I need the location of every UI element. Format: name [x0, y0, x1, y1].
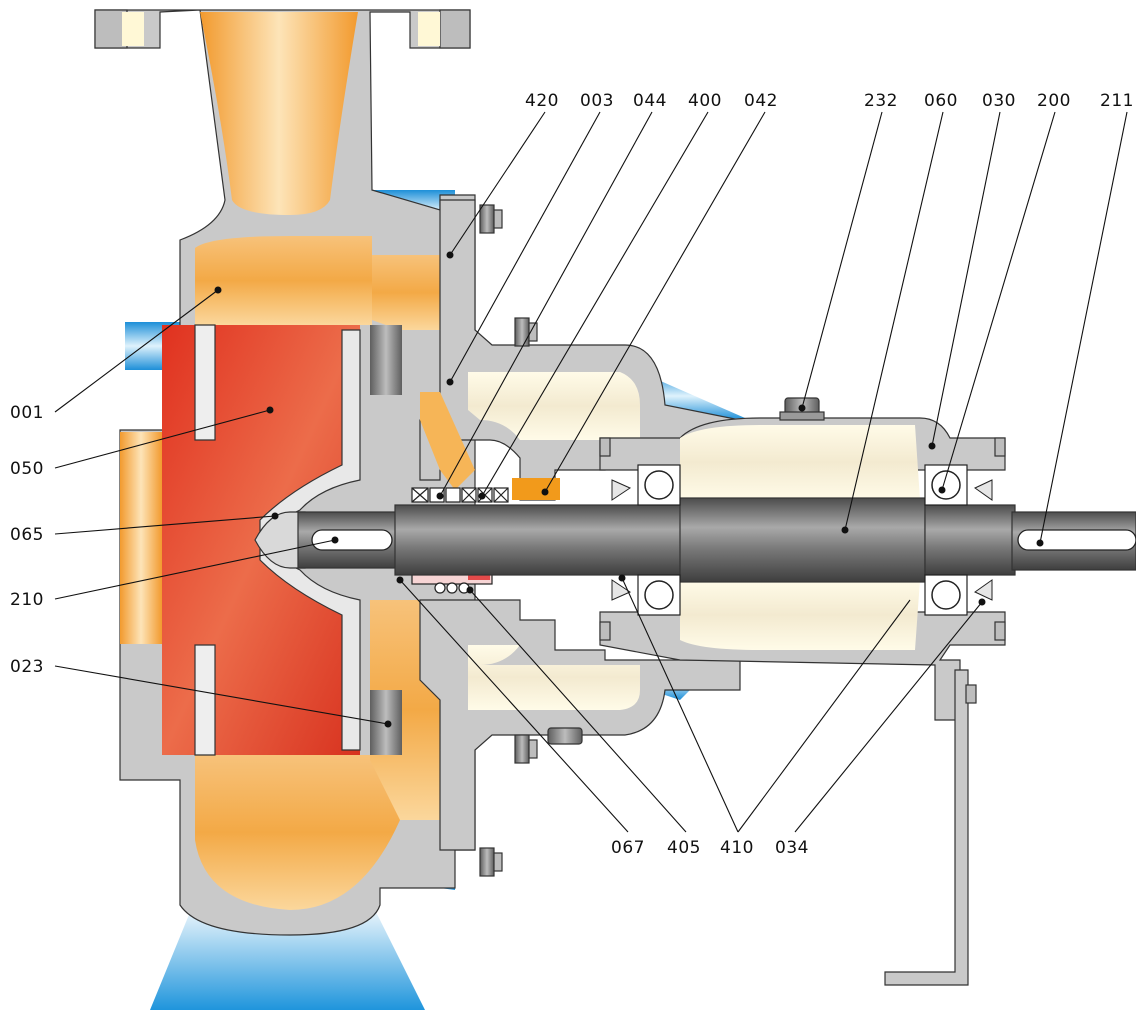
callout-044: 044	[633, 91, 667, 111]
callout-001: 001	[10, 403, 44, 423]
wear-ring-upper	[370, 325, 402, 395]
upper-volute-fluid	[372, 255, 440, 330]
volute-fluid-upper	[195, 236, 372, 325]
callout-210: 210	[10, 590, 44, 610]
seal-chamber-cream	[468, 372, 640, 440]
callout-420: 420	[525, 91, 559, 111]
suction-fluid	[200, 12, 358, 215]
wear-rings	[370, 325, 402, 755]
gland-042	[512, 478, 560, 500]
shaft-main	[394, 504, 686, 576]
bearings	[611, 464, 993, 616]
throat-fluid	[420, 392, 475, 490]
callout-042: 042	[744, 91, 778, 111]
keyway-coupling	[1017, 529, 1136, 551]
callout-410: 410	[720, 838, 754, 858]
shaft-center	[679, 497, 926, 583]
callout-405: 405	[667, 838, 701, 858]
callout-232: 232	[864, 91, 898, 111]
callout-030: 030	[982, 91, 1016, 111]
leader-lines	[54, 111, 1128, 833]
bolts	[94, 9, 1006, 877]
shaft	[297, 497, 1136, 583]
volute-fluid-lower	[195, 755, 400, 910]
callout-050: 050	[10, 459, 44, 479]
support-foot	[884, 669, 969, 986]
impeller-front-shroud	[194, 324, 216, 441]
seal-chamber-cream-lower	[468, 645, 640, 710]
callout-003: 003	[580, 91, 614, 111]
casing-cover-body	[419, 199, 741, 501]
callout-211: 211	[1100, 91, 1134, 111]
impeller-front-shroud-lower	[194, 644, 216, 756]
callout-034: 034	[775, 838, 809, 858]
callout-400: 400	[688, 91, 722, 111]
callout-200: 200	[1037, 91, 1071, 111]
bearing-oil-lower	[680, 580, 920, 650]
bearing-oil-upper	[680, 425, 920, 500]
inlet-fluid-strip	[120, 432, 162, 644]
callout-060: 060	[924, 91, 958, 111]
impeller	[162, 324, 361, 756]
callout-labels: 001 050 065 210 023 420 003 044 400 042 …	[10, 91, 1134, 858]
shaft-bearing-end	[924, 504, 1016, 576]
bearing-frame	[599, 417, 1006, 986]
keyway-impeller	[311, 529, 393, 551]
callout-023: 023	[10, 657, 44, 677]
callout-067: 067	[611, 838, 645, 858]
callout-065: 065	[10, 525, 44, 545]
